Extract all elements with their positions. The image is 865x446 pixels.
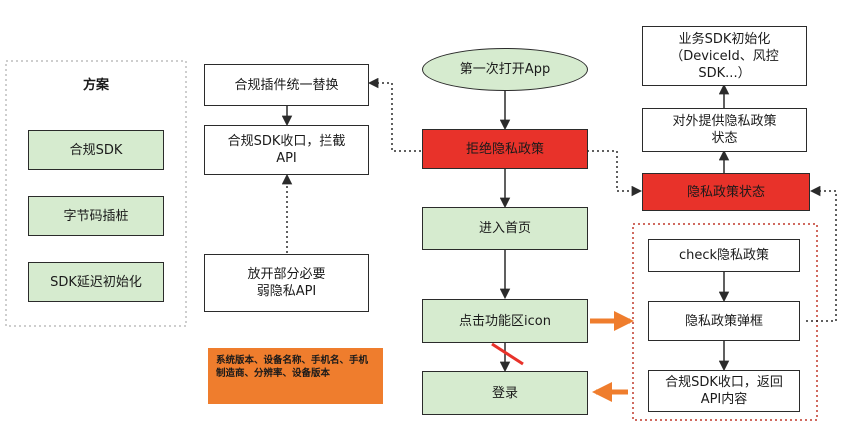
scheme-title: 方案: [82, 78, 109, 93]
node-provide-privacy-state: 对外提供隐私政策 状态: [642, 108, 807, 152]
node-privacy-popup: 隐私政策弹框: [648, 301, 800, 341]
arrow-reject-to-state: [587, 150, 643, 197]
node-reject-privacy-policy: 拒绝隐私政策: [422, 129, 588, 169]
node-enter-home: 进入首页: [422, 207, 588, 250]
node-first-open-app: 第一次打开App: [422, 48, 588, 91]
node-plugin-replace: 合规插件统一替换: [204, 64, 369, 106]
arrow-reject-to-replace: [367, 77, 421, 152]
node-business-sdk-init: 业务SDK初始化 （DeviceId、风控 SDK...）: [642, 26, 807, 86]
node-login: 登录: [422, 371, 588, 415]
blocked-mark: [491, 342, 524, 366]
node-compliance-return-api: 合规SDK收口，返回 API内容: [648, 370, 800, 412]
node-privacy-policy-state: 隐私政策状态: [642, 173, 810, 211]
scheme-item-compliance-sdk: 合规SDK: [28, 130, 164, 170]
arrow-popup-to-state: [806, 185, 837, 322]
node-check-privacy-policy: check隐私政策: [648, 239, 800, 272]
node-release-weak-privacy-api: 放开部分必要 弱隐私API: [204, 254, 369, 312]
node-click-feature-icon: 点击功能区icon: [422, 299, 588, 343]
scheme-item-bytecode-instrumentation: 字节码插桩: [28, 196, 164, 236]
device-info-note: 系统版本、设备名称、手机名、手机制造商、分辨率、设备版本: [208, 348, 383, 404]
scheme-item-sdk-lazy-init: SDK延迟初始化: [28, 262, 164, 302]
node-sdk-converge-intercept: 合规SDK收口，拦截 API: [204, 125, 369, 175]
scheme-frame: [5, 60, 187, 327]
